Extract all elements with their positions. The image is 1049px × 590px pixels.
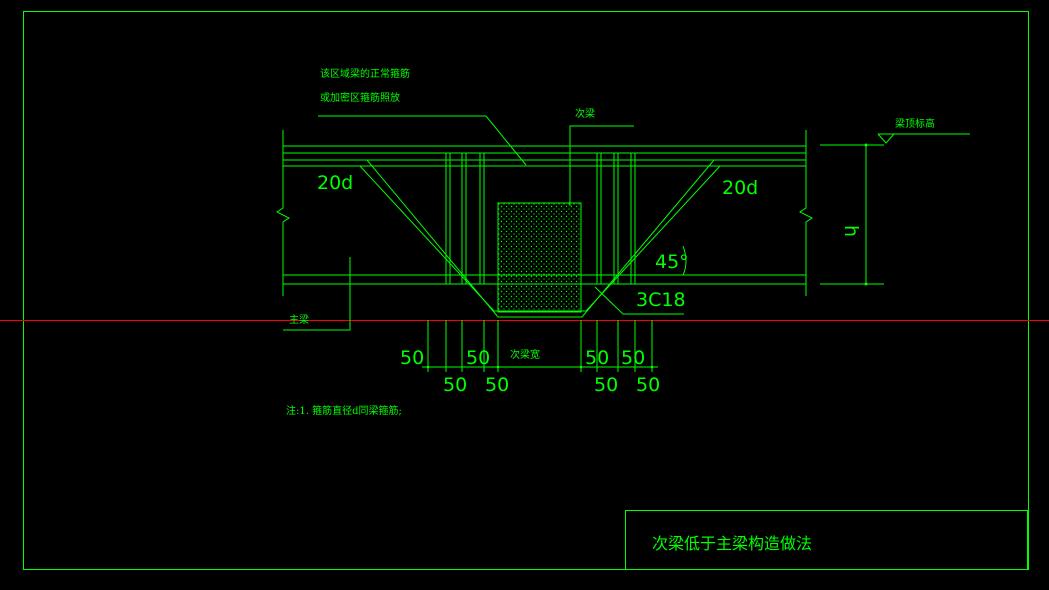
- height-label: h: [840, 225, 862, 237]
- angle-arc: [682, 245, 687, 276]
- secondary-beam-width-label: 次梁宽: [510, 348, 540, 361]
- title-block-frame: [625, 510, 1028, 570]
- dim-upper-1: 50: [400, 347, 424, 369]
- dim-lower-2: 50: [485, 374, 509, 396]
- stirrups-left: [445, 153, 485, 284]
- break-line-left: [276, 130, 290, 296]
- drawing-note: 注:1. 箍筋直径d同梁箍筋;: [286, 404, 402, 417]
- main-beam-label: 主梁: [289, 313, 309, 326]
- bottom-dimensions: [422, 320, 658, 372]
- dim-lower-4: 50: [636, 374, 660, 396]
- secondary-beam-label: 次梁: [575, 107, 595, 120]
- angle-label: 45°: [655, 251, 689, 273]
- main-beam-leader: [283, 257, 351, 331]
- elevation-marker: [877, 133, 970, 144]
- anchor-length-right: 20d: [722, 177, 758, 199]
- drawing-title: 次梁低于主梁构造做法: [652, 534, 812, 553]
- dim-lower-1: 50: [443, 374, 467, 396]
- dim-upper-3: 50: [585, 347, 609, 369]
- height-dimension: [820, 143, 884, 286]
- top-note-line1: 该区域梁的正常箍筋: [320, 67, 410, 80]
- break-line-right: [799, 130, 813, 296]
- secondary-beam-section[interactable]: [497, 202, 582, 313]
- dim-upper-4: 50: [621, 347, 645, 369]
- secondary-beam-leader: [569, 125, 634, 206]
- stirrups-right: [596, 153, 636, 284]
- beam-top-elevation-label: 梁顶标高: [895, 117, 935, 130]
- drawing-border: [23, 11, 1029, 570]
- anchor-length-left: 20d: [317, 172, 353, 194]
- dim-lower-3: 50: [594, 374, 618, 396]
- top-note-leader: [318, 115, 527, 166]
- rebar-label: 3C18: [636, 289, 686, 311]
- top-note-line2: 或加密区箍筋照放: [320, 91, 400, 104]
- dim-upper-2: 50: [466, 347, 490, 369]
- rebar-leader: [594, 286, 684, 315]
